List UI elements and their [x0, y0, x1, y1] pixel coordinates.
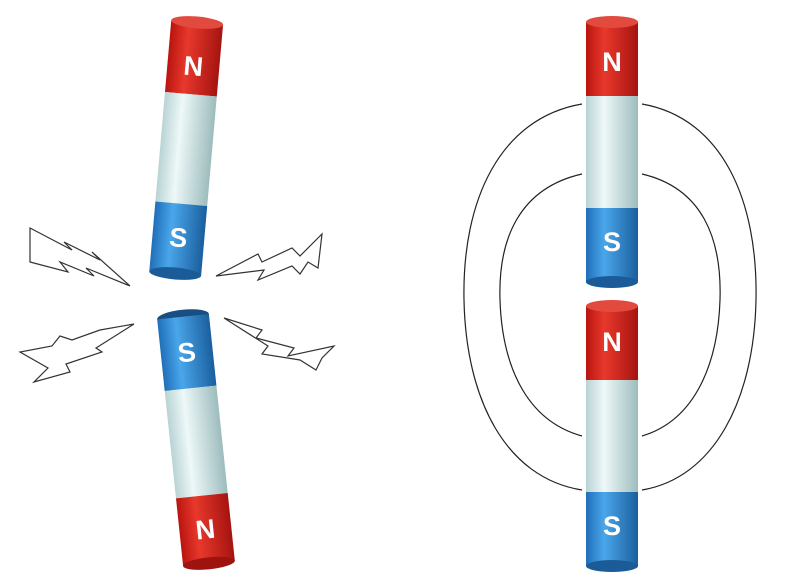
magnet-body-segment: [155, 91, 217, 207]
south-pole-segment: [149, 201, 208, 276]
north-label: N: [182, 51, 204, 83]
field-line: [499, 173, 583, 437]
south-pole-segment: [157, 313, 217, 392]
magnet-body-segment: [586, 380, 638, 492]
south-label: S: [168, 222, 189, 253]
north-label: N: [194, 514, 217, 546]
field-lines: [463, 103, 757, 491]
magnet-left-top: N S: [149, 16, 224, 280]
field-line: [463, 103, 583, 491]
north-label: N: [602, 47, 622, 77]
south-pole-segment: [586, 492, 638, 566]
north-pole-segment: [586, 22, 638, 96]
magnet-body-segment: [586, 96, 638, 208]
magnet-right-bottom: N S: [586, 300, 638, 572]
magnet-top-cap: [171, 16, 224, 29]
spark-icon: [29, 227, 131, 287]
south-pole-segment: [586, 208, 638, 282]
magnet-left-bottom: S N: [157, 309, 235, 570]
spark-icon: [18, 323, 135, 384]
spark-icon: [215, 232, 323, 282]
south-label: S: [176, 337, 197, 369]
magnet-bottom-cap: [183, 556, 235, 570]
magnet-body-segment: [164, 385, 228, 499]
magnet-right-top: N S: [586, 16, 638, 288]
magnet-bottom-cap: [586, 560, 638, 572]
magnet-top-cap: [586, 16, 638, 28]
magnet-top-cap: [586, 300, 638, 312]
north-pole-segment: [586, 306, 638, 380]
south-label: S: [603, 227, 621, 257]
spark-icon: [223, 317, 336, 371]
north-pole-segment: [175, 492, 235, 567]
south-label: S: [603, 511, 621, 541]
attracting-panel: N S N S: [463, 16, 757, 572]
magnet-bottom-cap: [586, 276, 638, 288]
north-pole-segment: [164, 20, 224, 97]
magnet-bottom-cap: [149, 267, 202, 280]
north-label: N: [602, 327, 622, 357]
repelling-panel: N S S N: [18, 16, 336, 570]
field-line: [641, 103, 757, 491]
field-line: [641, 173, 721, 437]
repulsion-sparks: [18, 227, 336, 384]
